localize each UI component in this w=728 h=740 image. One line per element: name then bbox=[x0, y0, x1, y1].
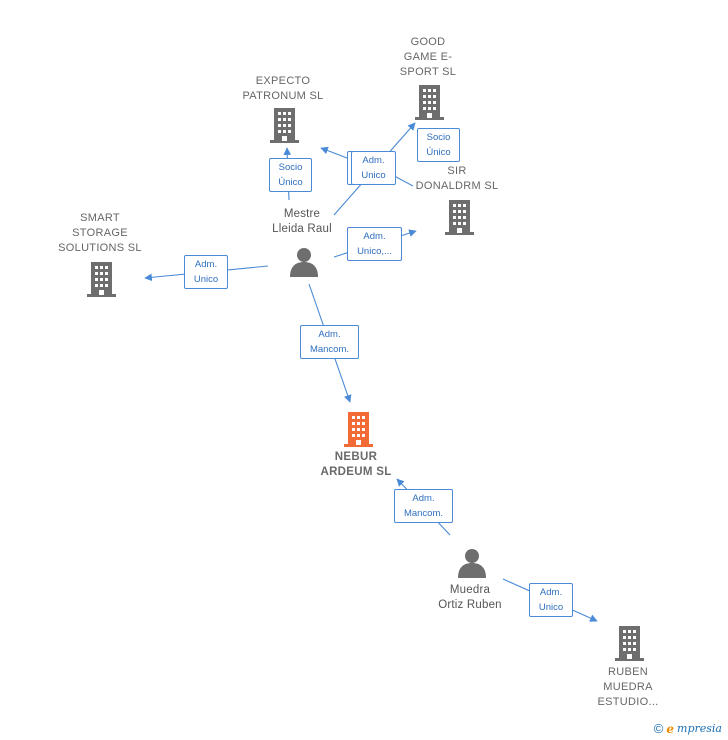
node-label-expecto-patronum[interactable]: EXPECTO PATRONUM SL bbox=[228, 74, 338, 104]
brand-logo-initial: e bbox=[666, 721, 675, 736]
edge-label-line: Unico,... bbox=[357, 246, 392, 257]
edge-lines bbox=[144, 122, 598, 622]
person-icon bbox=[458, 549, 486, 578]
person-label-muedra[interactable]: Muedra Ortiz Ruben bbox=[420, 583, 520, 613]
node-label-line: Ortiz Ruben bbox=[438, 599, 502, 611]
edge-label-mestre-nebur[interactable]: Adm. Mancom. bbox=[300, 325, 359, 359]
edge-label-mestre-expecto-adm[interactable]: Adm. Unico bbox=[351, 151, 396, 185]
node-label-line: PATRONUM SL bbox=[242, 90, 324, 102]
node-label-line: Muedra bbox=[449, 584, 491, 596]
edge-label-mestre-sir[interactable]: Adm. Unico,... bbox=[347, 227, 402, 261]
edge-label-line: Unico bbox=[361, 170, 386, 181]
edge-label-line: Único bbox=[278, 177, 303, 188]
edge-label-line: Adm. bbox=[363, 231, 386, 242]
building-icon bbox=[615, 626, 644, 661]
edge-label-line: Adm. bbox=[539, 587, 563, 598]
node-label-line: ESTUDIO... bbox=[597, 696, 659, 708]
node-label-line: NEBUR bbox=[334, 451, 378, 463]
node-label-sir-donaldrm[interactable]: SIR DONALDRM SL bbox=[405, 164, 509, 194]
node-label-line: ARDEUM SL bbox=[320, 466, 392, 478]
edge-label-line: Unico bbox=[538, 602, 564, 613]
node-label-line: STORAGE bbox=[72, 227, 128, 239]
node-label-smart-storage[interactable]: SMART STORAGE SOLUTIONS SL bbox=[45, 211, 155, 256]
building-icon bbox=[415, 85, 444, 120]
building-icon bbox=[270, 108, 299, 143]
person-icon bbox=[290, 248, 318, 277]
node-label-line: DONALDRM SL bbox=[415, 180, 499, 192]
edge-label-line: Unico bbox=[193, 274, 219, 285]
edge-label-mestre-expecto[interactable]: Socio Único bbox=[269, 158, 312, 192]
node-label-line: SMART bbox=[80, 212, 120, 224]
brand-logo-text: mpresia bbox=[677, 722, 722, 735]
node-label-line: Mestre bbox=[283, 208, 321, 220]
edge-label-mestre-smart[interactable]: Adm. Unico bbox=[184, 255, 228, 289]
node-label-line: SPORT SL bbox=[399, 66, 457, 78]
node-label-line: EXPECTO bbox=[255, 75, 311, 87]
edge-label-line: Adm. bbox=[362, 155, 385, 166]
edge-label-line: Mancom. bbox=[309, 344, 350, 355]
edge-label-line: Socio bbox=[278, 162, 303, 173]
copyright-symbol: © bbox=[653, 721, 664, 736]
building-icon-main bbox=[344, 412, 373, 447]
edge-label-line: Adm. bbox=[318, 329, 341, 340]
node-label-nebur-ardeum[interactable]: NEBUR ARDEUM SL bbox=[306, 450, 406, 480]
edge-label-line: Socio bbox=[426, 132, 451, 143]
edge-label-line: Único bbox=[426, 147, 451, 158]
building-icon bbox=[445, 200, 474, 235]
edge-label-mestre-good-game[interactable]: Socio Único bbox=[417, 128, 460, 162]
edge-label-line: Mancom. bbox=[403, 508, 444, 519]
node-label-line: Lleida Raul bbox=[272, 223, 332, 235]
node-label-line: SIR bbox=[447, 165, 467, 177]
edge-label-line: Adm. bbox=[194, 259, 218, 270]
node-label-line: MUEDRA bbox=[603, 681, 653, 693]
edge-label-muedra-nebur[interactable]: Adm. Mancom. bbox=[394, 489, 453, 523]
person-label-mestre[interactable]: Mestre Lleida Raul bbox=[252, 207, 352, 237]
edge-label-muedra-ruben[interactable]: Adm. Unico bbox=[529, 583, 573, 617]
node-label-line: SOLUTIONS SL bbox=[58, 242, 142, 254]
node-label-line: GAME E- bbox=[403, 51, 453, 63]
building-icon bbox=[87, 262, 116, 297]
node-label-good-game[interactable]: GOOD GAME E- SPORT SL bbox=[378, 35, 478, 80]
node-label-ruben-muedra[interactable]: RUBEN MUEDRA ESTUDIO... bbox=[580, 665, 676, 710]
node-label-line: GOOD bbox=[410, 36, 446, 48]
edge-label-line: Adm. bbox=[412, 493, 435, 504]
node-label-line: RUBEN bbox=[607, 666, 648, 678]
